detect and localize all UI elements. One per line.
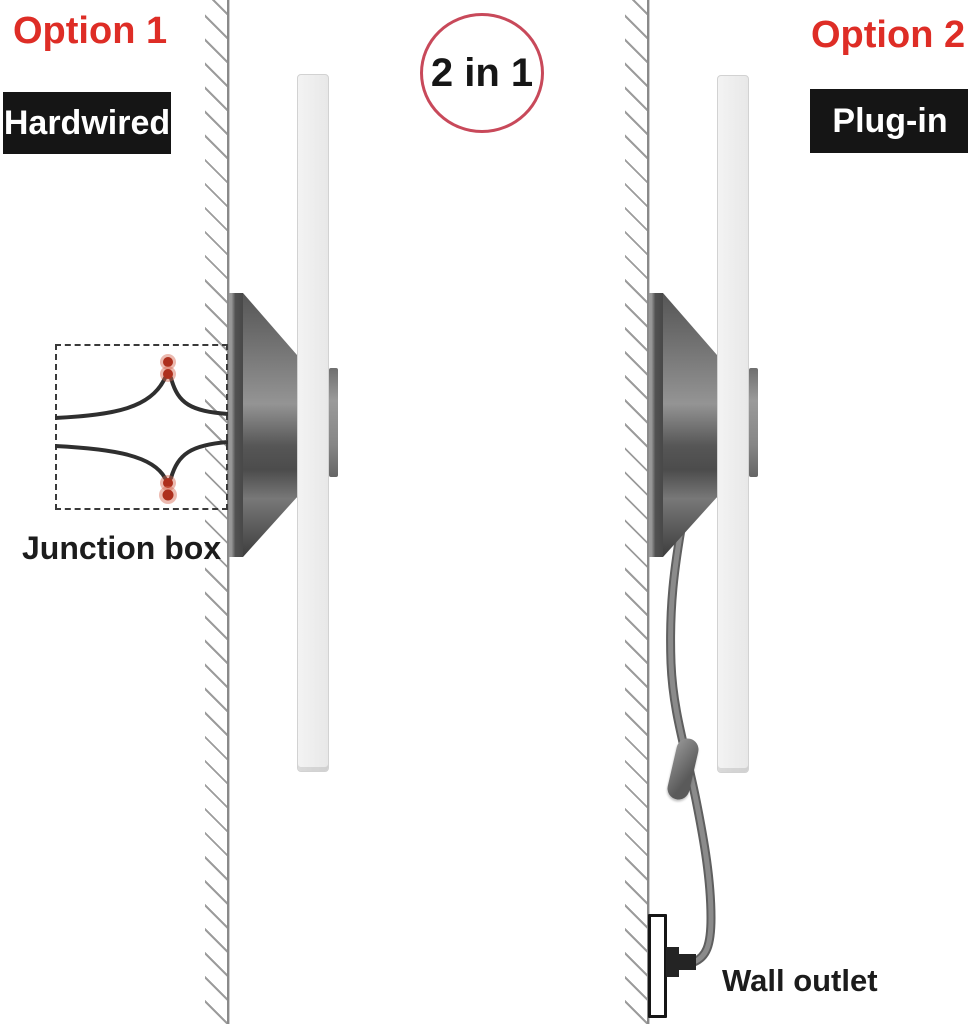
two-in-one-badge: 2 in 1 <box>420 13 544 133</box>
wire-connector-dots-top <box>160 354 176 382</box>
junction-box-label: Junction box <box>22 530 222 566</box>
light-panel-left <box>297 74 329 772</box>
wire-bottom-right <box>169 440 228 480</box>
wire-top-right <box>169 376 228 416</box>
wall-hatching-left <box>205 0 228 1024</box>
sconce-canopy-left <box>243 293 297 557</box>
wire-bottom-left <box>55 444 167 480</box>
wall-outlet-label: Wall outlet <box>722 963 878 998</box>
mount-plate-left <box>229 293 243 557</box>
option1-title: Option 1 <box>13 10 168 52</box>
panel-mount-bar-left <box>329 368 338 477</box>
badge-text: 2 in 1 <box>430 50 534 95</box>
mount-plate-right <box>649 293 663 557</box>
wire-connector-dots-bottom <box>159 475 177 504</box>
light-panel-right <box>717 75 749 773</box>
plugin-tag: Plug-in <box>810 89 968 153</box>
option2-title: Option 2 <box>811 14 966 56</box>
hardwired-tag: Hardwired <box>3 92 171 154</box>
wall-outlet-plate <box>648 914 667 1018</box>
wall-section-left <box>227 0 230 1024</box>
junction-wires-icon <box>55 354 228 504</box>
junction-box-outline <box>55 344 228 510</box>
wire-top-left <box>55 376 167 420</box>
wall-hatching-right <box>625 0 648 1024</box>
panel-mount-bar-right <box>749 368 758 477</box>
wall-section-right <box>647 0 650 1024</box>
